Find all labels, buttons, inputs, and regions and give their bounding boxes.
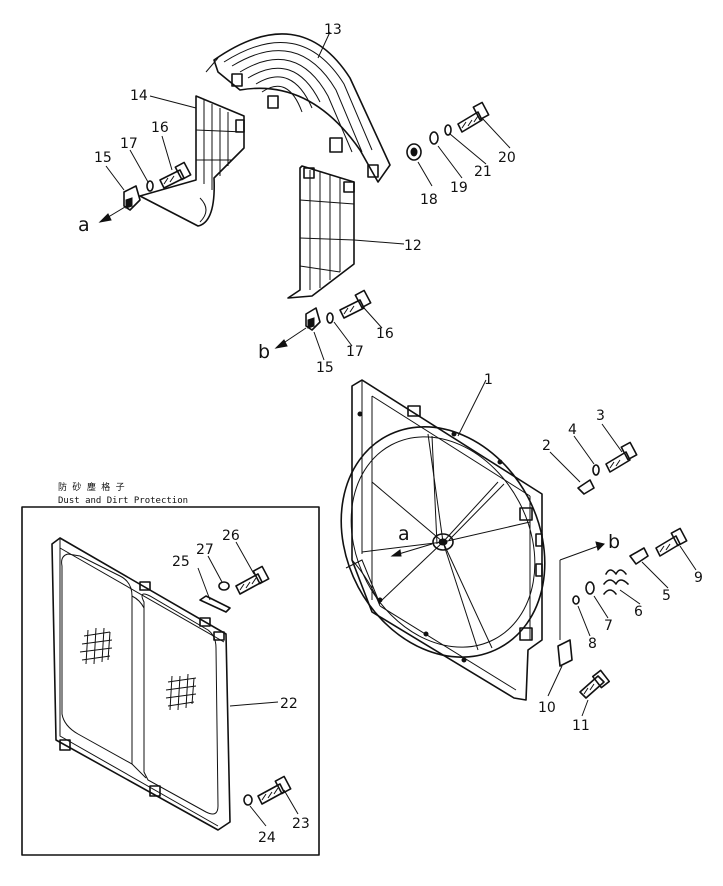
bolt-16-lower (339, 289, 372, 319)
fan-shroud-frame (340, 379, 546, 701)
label-13: 13 (324, 22, 342, 38)
dust-protection-inset: 防 砂 塵 格 子 Dust and Dirt Protection (21, 481, 320, 856)
label-25: 25 (172, 554, 190, 570)
arrow-b-frame (559, 541, 605, 640)
label-8: 8 (588, 636, 597, 652)
label-7: 7 (604, 618, 613, 634)
inset-caption-cn: 防 砂 塵 格 子 (58, 481, 125, 493)
label-3: 3 (596, 408, 605, 424)
right-side-plate (287, 165, 355, 299)
dust-screen (51, 537, 231, 831)
bracket-15-left (123, 185, 141, 211)
label-17-left: 17 (120, 136, 138, 152)
washer-27 (218, 581, 230, 591)
letter-a-frame: a (398, 523, 410, 545)
bracket-10 (557, 639, 573, 667)
label-4: 4 (568, 422, 577, 438)
grommet-18 (406, 143, 422, 161)
bolt-26 (235, 565, 270, 595)
label-15-lower: 15 (316, 360, 334, 376)
label-1: 1 (484, 372, 493, 388)
label-21: 21 (474, 164, 492, 180)
spring-6 (603, 569, 629, 595)
label-24: 24 (258, 830, 276, 846)
washer-7 (585, 581, 595, 595)
spacer-19 (429, 131, 439, 145)
bracket-25 (199, 595, 231, 613)
label-22: 22 (280, 696, 298, 712)
pin-5 (629, 547, 649, 565)
label-10: 10 (538, 700, 556, 716)
arrow-a-top (98, 203, 131, 223)
bolt-23 (257, 775, 292, 805)
label-19: 19 (450, 180, 468, 196)
label-23: 23 (292, 816, 310, 832)
pin-2 (577, 479, 595, 495)
bolt-9 (655, 527, 688, 557)
label-9: 9 (694, 570, 703, 586)
bolt-11 (579, 669, 611, 699)
bolt-16-left (159, 161, 192, 189)
washer-17-lower (326, 312, 334, 324)
label-15-left: 15 (94, 150, 112, 166)
label-16-lower: 16 (376, 326, 394, 342)
letter-b-frame: b (608, 531, 620, 553)
bolt-3 (605, 441, 638, 473)
washer-4 (592, 464, 600, 476)
washer-21 (444, 124, 452, 136)
bracket-15-lower (305, 307, 321, 331)
label-12: 12 (404, 238, 422, 254)
bolt-20 (457, 101, 490, 133)
label-26: 26 (222, 528, 240, 544)
label-2: 2 (542, 438, 551, 454)
ring-8 (572, 595, 580, 605)
washer-17-left (146, 180, 154, 192)
arrow-a-frame (390, 543, 433, 557)
label-17-lower: 17 (346, 344, 364, 360)
upper-curved-shroud (205, 33, 391, 183)
left-side-plate (139, 95, 245, 227)
arrow-b-top (274, 327, 307, 349)
label-27: 27 (196, 542, 214, 558)
label-6: 6 (634, 604, 643, 620)
label-18: 18 (420, 192, 438, 208)
leader-lines (105, 31, 697, 827)
label-5: 5 (662, 588, 671, 604)
label-14: 14 (130, 88, 148, 104)
inset-caption-en: Dust and Dirt Protection (58, 496, 188, 506)
label-16-left: 16 (151, 120, 169, 136)
letter-a-top: a (78, 214, 90, 236)
washer-24 (243, 794, 253, 806)
letter-b-top: b (258, 341, 270, 363)
label-20: 20 (498, 150, 516, 166)
label-11: 11 (572, 718, 590, 734)
